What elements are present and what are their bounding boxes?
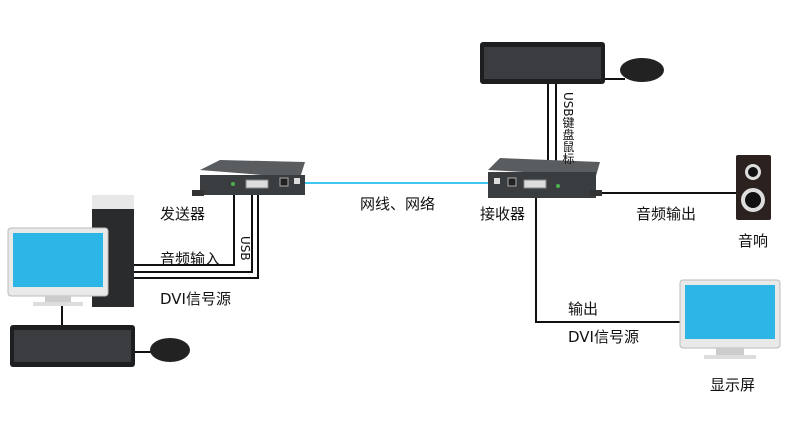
remote-keyboard [480, 42, 605, 84]
usb-cable [105, 192, 253, 273]
usb-label: USB [238, 236, 252, 261]
receiver-label: 接收器 [480, 205, 526, 223]
transmitter-device [192, 160, 305, 196]
speaker-label: 音响 [738, 232, 769, 250]
dvi-source-right-label: DVI信号源 [568, 328, 639, 346]
source-pc [7, 195, 134, 307]
left-mouse [150, 338, 190, 362]
output-label: 输出 [568, 300, 599, 318]
pc-monitor-screen [13, 233, 103, 287]
dvi-output-cable [535, 198, 680, 323]
audio-input-label: 音频输入 [160, 250, 221, 268]
remote-mouse [620, 58, 664, 82]
left-keyboard [10, 325, 135, 367]
usb-keyboard-mouse-label: USB键盘鼠标 [561, 92, 575, 165]
dvi-input-cable [105, 192, 259, 279]
receiver-device [488, 158, 602, 198]
dvi-source-left-label: DVI信号源 [160, 290, 231, 308]
display-device [679, 279, 781, 359]
speaker-device [736, 155, 771, 220]
network-cable-label: 网线、网络 [360, 195, 436, 213]
audio-input-cable [105, 192, 235, 266]
cables [61, 78, 736, 353]
display-label: 显示屏 [710, 376, 756, 394]
audio-output-label: 音频输出 [636, 205, 697, 223]
transmitter-label: 发送器 [160, 205, 206, 223]
